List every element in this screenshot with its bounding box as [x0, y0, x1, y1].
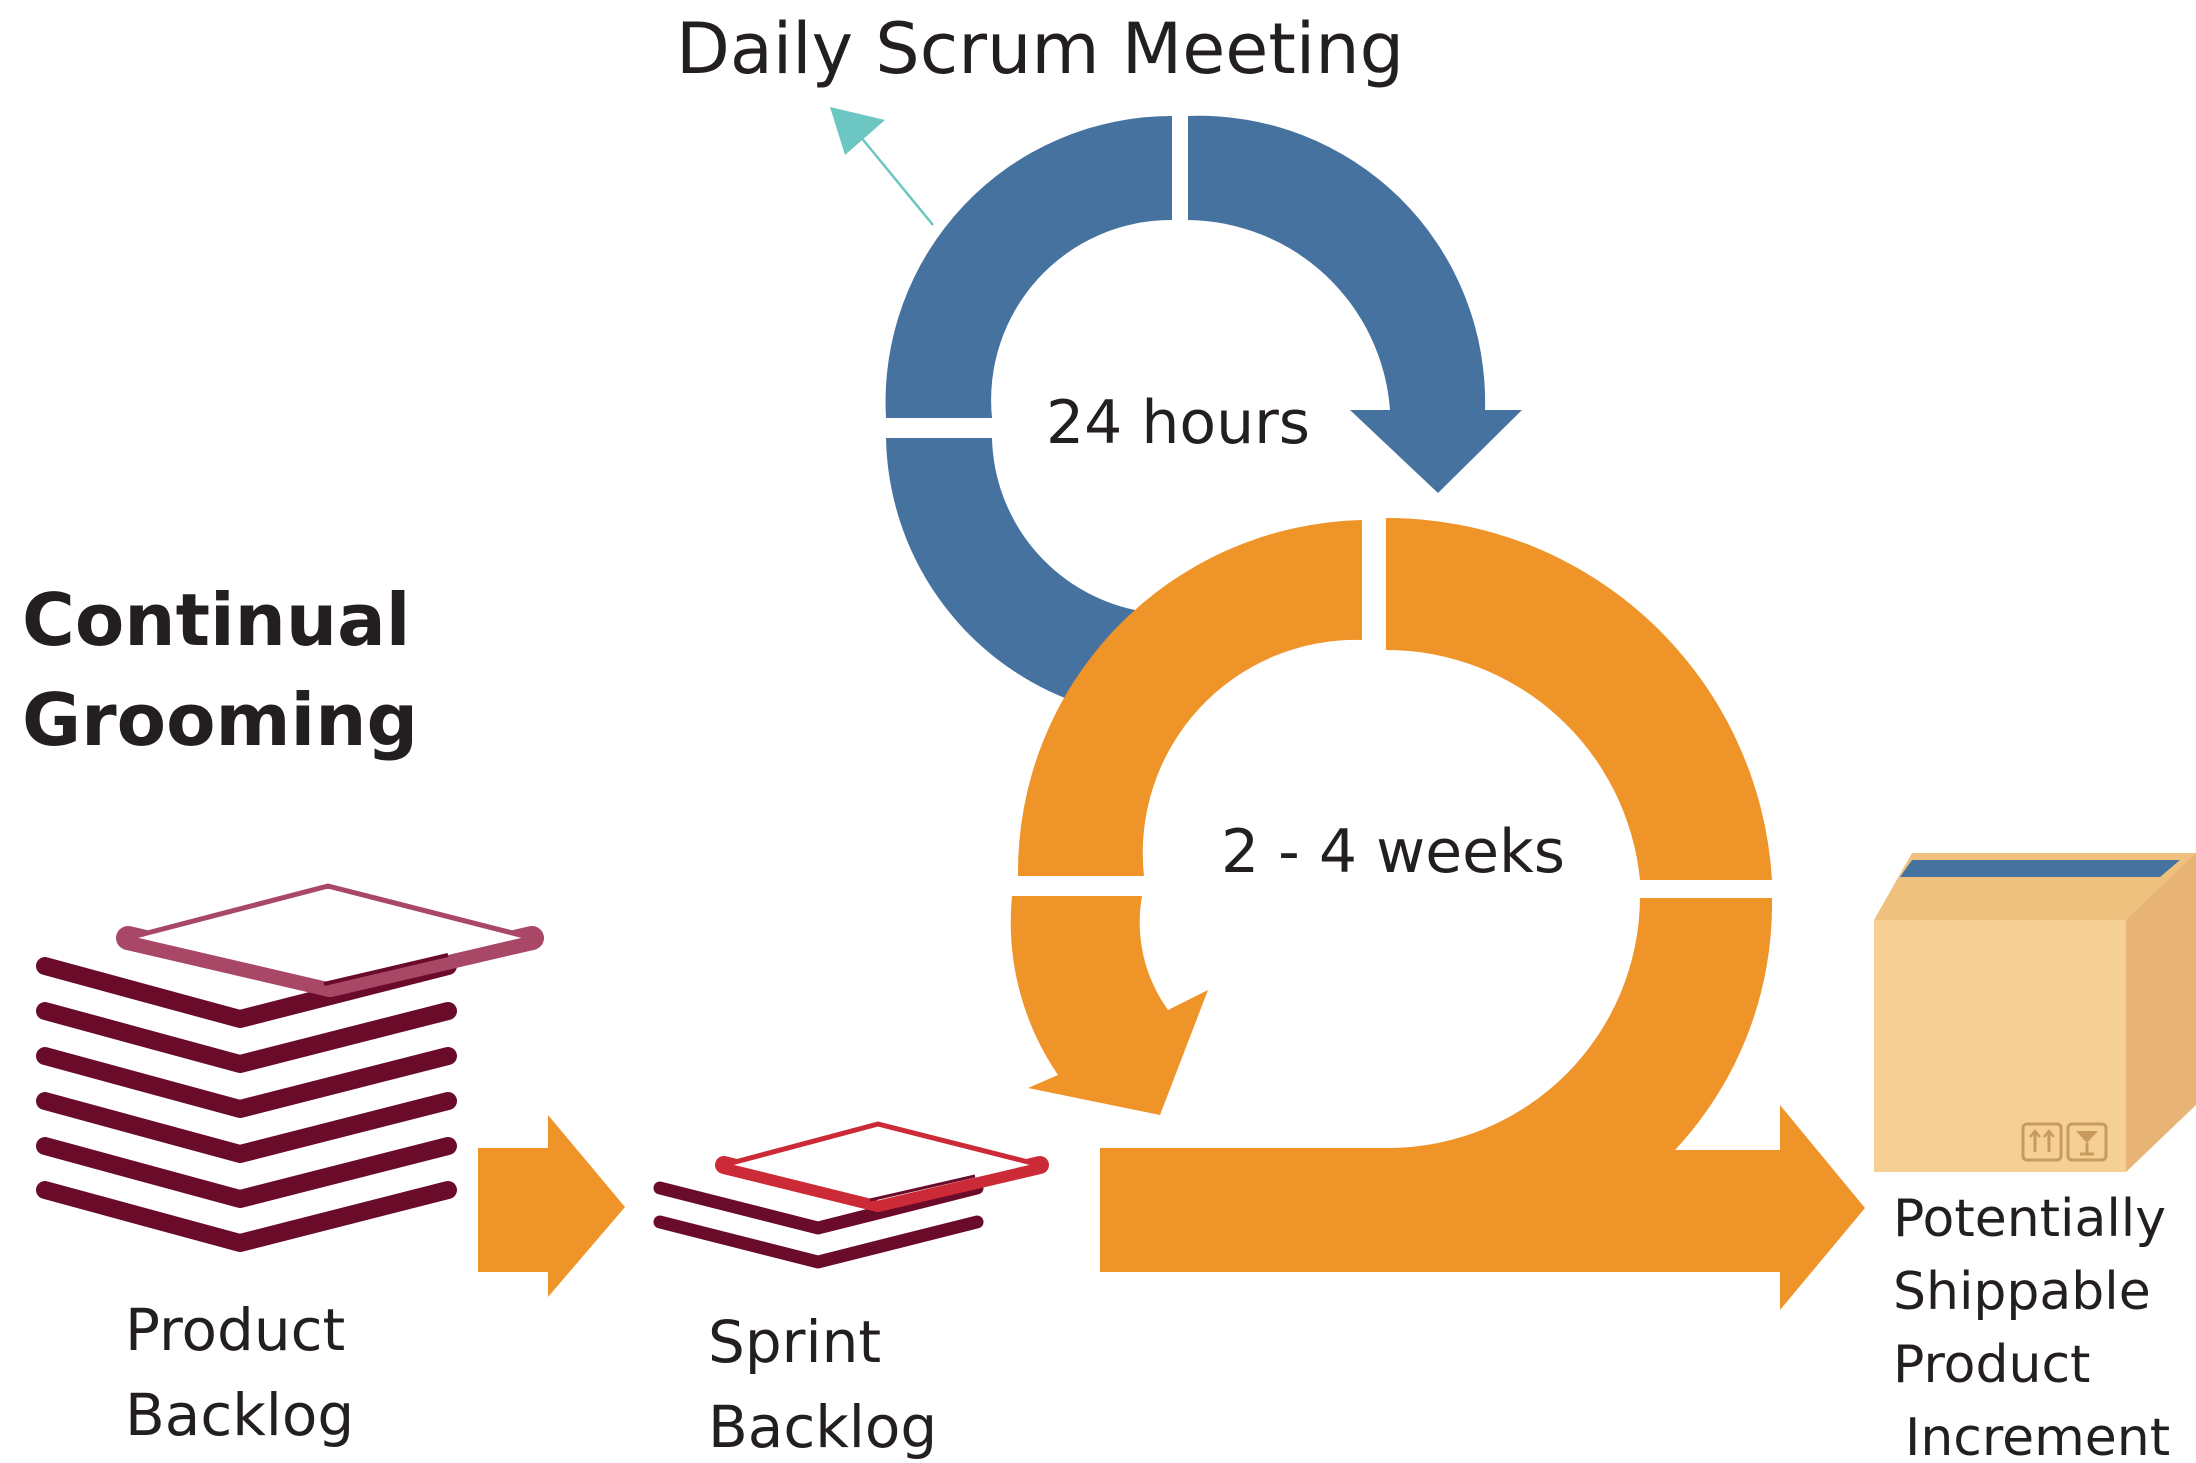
fragile-glass-icon — [2066, 1122, 2108, 1162]
sprint-backlog-label-line: Sprint — [708, 1308, 881, 1376]
daily-cycle-arrow-icon — [885, 115, 1522, 700]
increment-label: Potentially Shippable Product Increment — [1893, 1189, 2170, 1463]
sprint-cycle-label: 2 - 4 weeks — [1221, 817, 1565, 887]
increment-label-line: Product — [1893, 1335, 2090, 1395]
increment-label-line: Potentially — [1893, 1189, 2166, 1249]
grooming-label-line: Continual — [22, 578, 410, 662]
sprint-backlog-label-line: Backlog — [708, 1393, 937, 1461]
product-backlog-label-line: Backlog — [125, 1381, 354, 1449]
product-backlog-label: Product Backlog — [125, 1296, 354, 1449]
sprint-backlog-label: Sprint Backlog — [708, 1308, 937, 1461]
increment-label-line: Increment — [1905, 1408, 2170, 1463]
diagram-title: Daily Scrum Meeting — [676, 8, 1404, 90]
sprint-backlog-book-stack-icon — [653, 1121, 1049, 1269]
sprint-cycle-arrow-icon — [478, 517, 1865, 1310]
increment-label-line: Shippable — [1893, 1262, 2151, 1322]
pointer-arrow-icon — [830, 107, 934, 226]
grooming-label-line: Grooming — [22, 678, 418, 762]
this-side-up-icon — [2021, 1122, 2063, 1162]
daily-cycle-label: 24 hours — [1046, 388, 1310, 458]
product-backlog-book-stack-icon — [36, 883, 544, 1252]
grooming-label: Continual Grooming — [22, 578, 418, 762]
shipping-box-icon — [1874, 853, 2196, 1172]
product-backlog-label-line: Product — [125, 1296, 345, 1364]
